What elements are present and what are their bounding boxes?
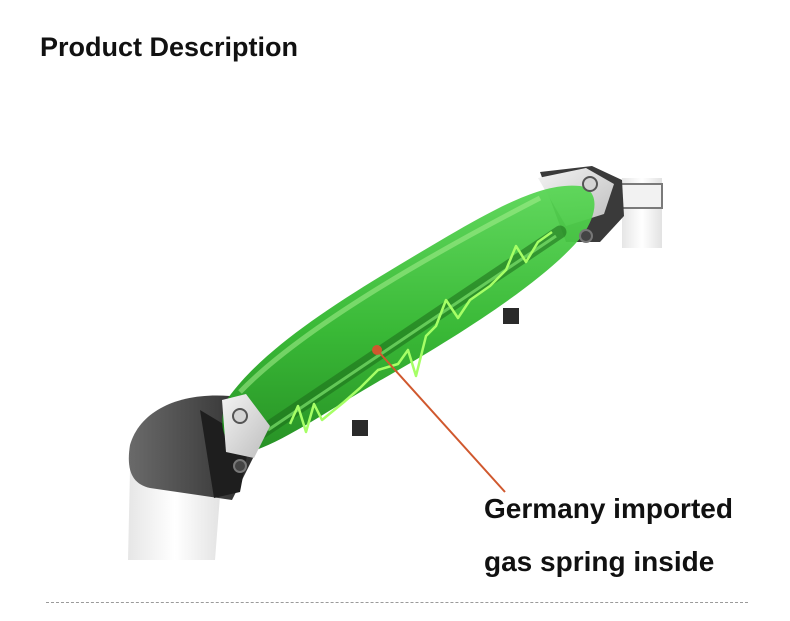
end-cap-right [579,176,598,243]
page-title: Product Description [40,32,299,62]
dashed-divider [46,602,748,603]
end-cap-left [222,394,270,473]
right-post [617,178,663,248]
callout-pointer [372,345,506,493]
caption-line-1: Germany imported [484,493,733,524]
caption-line-2: gas spring inside [484,546,715,577]
green-housing [222,185,595,452]
pulse-line [288,230,553,434]
